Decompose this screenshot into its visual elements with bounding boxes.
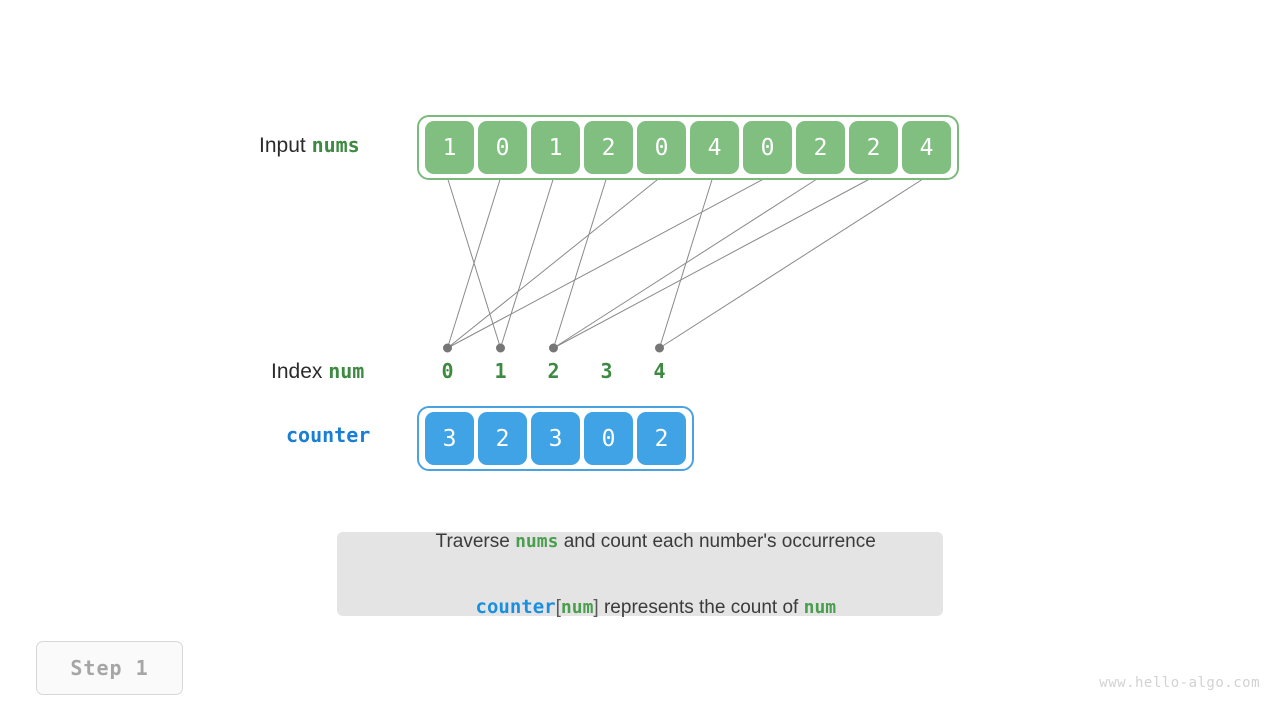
index-tick-3: 3 xyxy=(600,359,613,383)
nums-cell: 2 xyxy=(849,121,898,174)
caption-l1-part1: Traverse xyxy=(435,530,516,552)
counter-row-label: counter xyxy=(286,425,370,446)
watermark: www.hello-algo.com xyxy=(1099,675,1260,691)
nums-cell: 2 xyxy=(584,121,633,174)
connector-line xyxy=(659,177,925,349)
nums-cell: 2 xyxy=(796,121,845,174)
index-label-text: Index xyxy=(271,360,323,383)
caption-l2-num2: num xyxy=(803,596,837,618)
connector-line xyxy=(500,177,554,349)
nums-cell: 1 xyxy=(425,121,474,174)
caption-l1-part2: and count each number's occurrence xyxy=(558,530,876,552)
index-dot xyxy=(443,343,452,353)
caption-l2-num: num xyxy=(560,596,594,618)
nums-cell: 1 xyxy=(531,121,580,174)
connector-line xyxy=(447,177,501,349)
connector-line xyxy=(659,177,713,349)
counter-cell: 2 xyxy=(637,412,686,465)
caption-l2-bracket-close: ] xyxy=(593,596,599,618)
caption-line-1: Traverse nums and count each number's oc… xyxy=(404,513,876,570)
index-tick-4: 4 xyxy=(653,359,666,383)
caption-l2-part2: represents the count of xyxy=(598,596,804,618)
step-badge-label: Step 1 xyxy=(70,656,149,680)
index-dot xyxy=(655,343,664,353)
connector-line xyxy=(447,177,660,349)
caption-l2-counter: counter xyxy=(475,595,556,618)
caption-line-2: counter[num] represents the count of num xyxy=(444,579,837,636)
index-tick-2: 2 xyxy=(547,359,560,383)
index-tick-0: 0 xyxy=(441,359,454,383)
nums-cell: 4 xyxy=(902,121,951,174)
index-row-label: Index num xyxy=(271,361,364,382)
nums-cell: 0 xyxy=(637,121,686,174)
caption-l1-nums: nums xyxy=(515,530,559,552)
nums-variable-name: nums xyxy=(311,133,360,157)
counter-cell: 3 xyxy=(531,412,580,465)
input-row-label: Input nums xyxy=(259,135,360,156)
connector-line xyxy=(553,177,872,349)
caption-l2-bracket-open: [ xyxy=(555,596,561,618)
step-badge: Step 1 xyxy=(36,641,183,695)
watermark-text: www.hello-algo.com xyxy=(1099,675,1260,691)
index-dot xyxy=(496,343,505,353)
counter-variable-name: counter xyxy=(286,423,371,447)
input-label-text: Input xyxy=(259,134,306,157)
index-dot xyxy=(549,343,558,353)
connector-line xyxy=(447,177,766,349)
connector-line xyxy=(553,177,819,349)
counter-cell: 3 xyxy=(425,412,474,465)
counter-cell: 2 xyxy=(478,412,527,465)
nums-cell: 4 xyxy=(690,121,739,174)
index-tick-1: 1 xyxy=(494,359,507,383)
counter-cell: 0 xyxy=(584,412,633,465)
connector-line xyxy=(447,177,501,349)
nums-cell: 0 xyxy=(743,121,792,174)
num-variable-name: num xyxy=(328,359,365,383)
connector-line xyxy=(553,177,607,349)
caption-box: Traverse nums and count each number's oc… xyxy=(337,532,943,617)
nums-cell: 0 xyxy=(478,121,527,174)
